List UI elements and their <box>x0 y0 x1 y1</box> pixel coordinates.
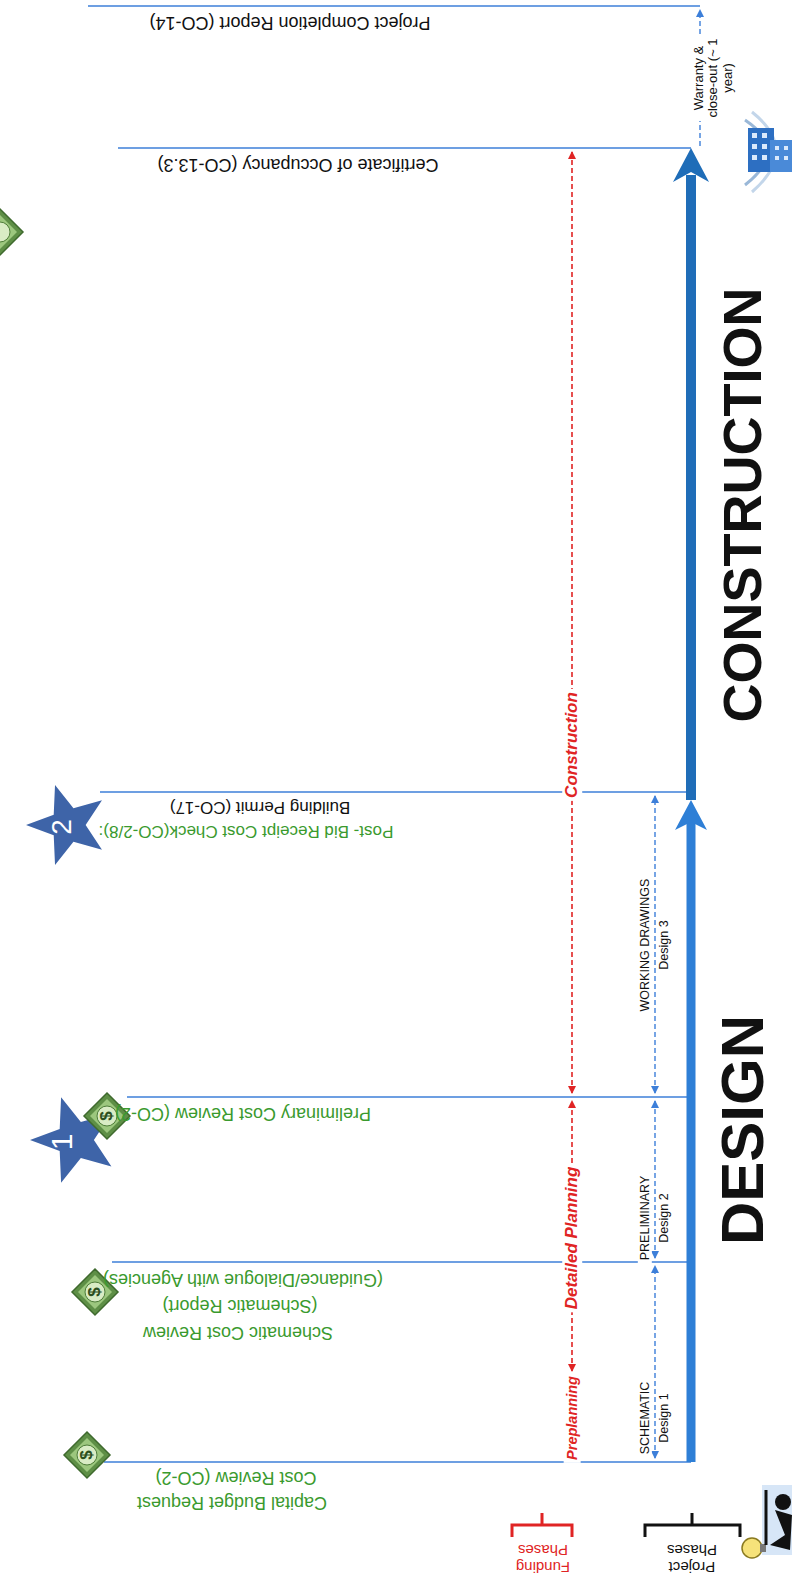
design-phase-label: SCHEMATIC <box>638 1379 652 1458</box>
milestone-label: Project Completion Report (CO-14) <box>149 13 430 34</box>
design-phase-label: Design 1 <box>657 1390 671 1445</box>
milestone-label: Capital Budget Request <box>137 1493 327 1514</box>
milestone-label: Post- Bid Receipt Cost Check(CO-2/8): <box>99 821 394 841</box>
bracket-label: Project Phases <box>657 1542 727 1575</box>
bracket-label: Funding Phases <box>508 1542 578 1575</box>
design-phase-label: PRELIMINARY <box>638 1173 652 1264</box>
dollar-sign: $ <box>97 1111 117 1120</box>
warranty-label: Warranty & close-out (~ 1 year) <box>692 35 735 121</box>
milestone-label: Building Permit (CO-17) <box>170 797 350 817</box>
callout-number: 1 <box>45 1134 80 1151</box>
milestone-label: Cost Review (CO-2) <box>155 1468 316 1489</box>
project-phase-title: DESIGN <box>708 1015 777 1245</box>
funding-phase-label: Construction <box>562 689 582 801</box>
design-phase-label: Design 2 <box>657 1190 671 1245</box>
callout-number: 2 <box>46 819 78 835</box>
person-icon <box>742 1485 792 1558</box>
funding-phase-label: Detailed Planning <box>562 1164 582 1313</box>
project-phase-title: CONSTRUCTION <box>711 288 773 723</box>
dollar-sign: $ <box>85 1287 105 1296</box>
dollar-sign: $ <box>77 1450 97 1459</box>
funding-phase-label: Preplanning <box>564 1373 581 1463</box>
milestone-label: Preliminary Cost Review (CO-2) <box>115 1104 371 1125</box>
design-phase-label: Design 3 <box>657 917 671 972</box>
milestone-label: Schematic Cost Review <box>143 1323 333 1344</box>
milestone-label: (Schematic Report) <box>162 1296 317 1317</box>
milestone-label: Certificate of Occupancy (CO-13.3) <box>157 155 438 176</box>
milestone-label: (Guidance/Dialogue with Agencies) <box>103 1270 383 1291</box>
building-icon <box>745 112 792 192</box>
design-phase-label: WORKING DRAWINGS <box>638 876 652 1015</box>
